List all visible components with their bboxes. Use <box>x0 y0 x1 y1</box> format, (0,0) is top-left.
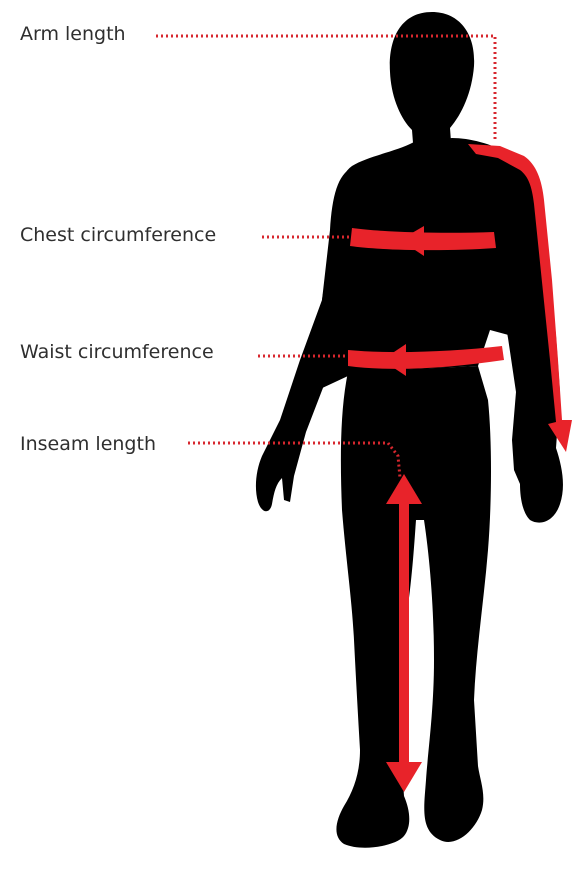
head <box>390 12 474 156</box>
waist-circumference-label: Waist circumference <box>20 343 214 362</box>
arm-length-label: Arm length <box>20 25 126 44</box>
body-silhouette <box>256 12 563 848</box>
chest-circumference-label: Chest circumference <box>20 226 216 245</box>
inseam-length-label: Inseam length <box>20 435 156 454</box>
inseam-shaft <box>399 498 409 768</box>
